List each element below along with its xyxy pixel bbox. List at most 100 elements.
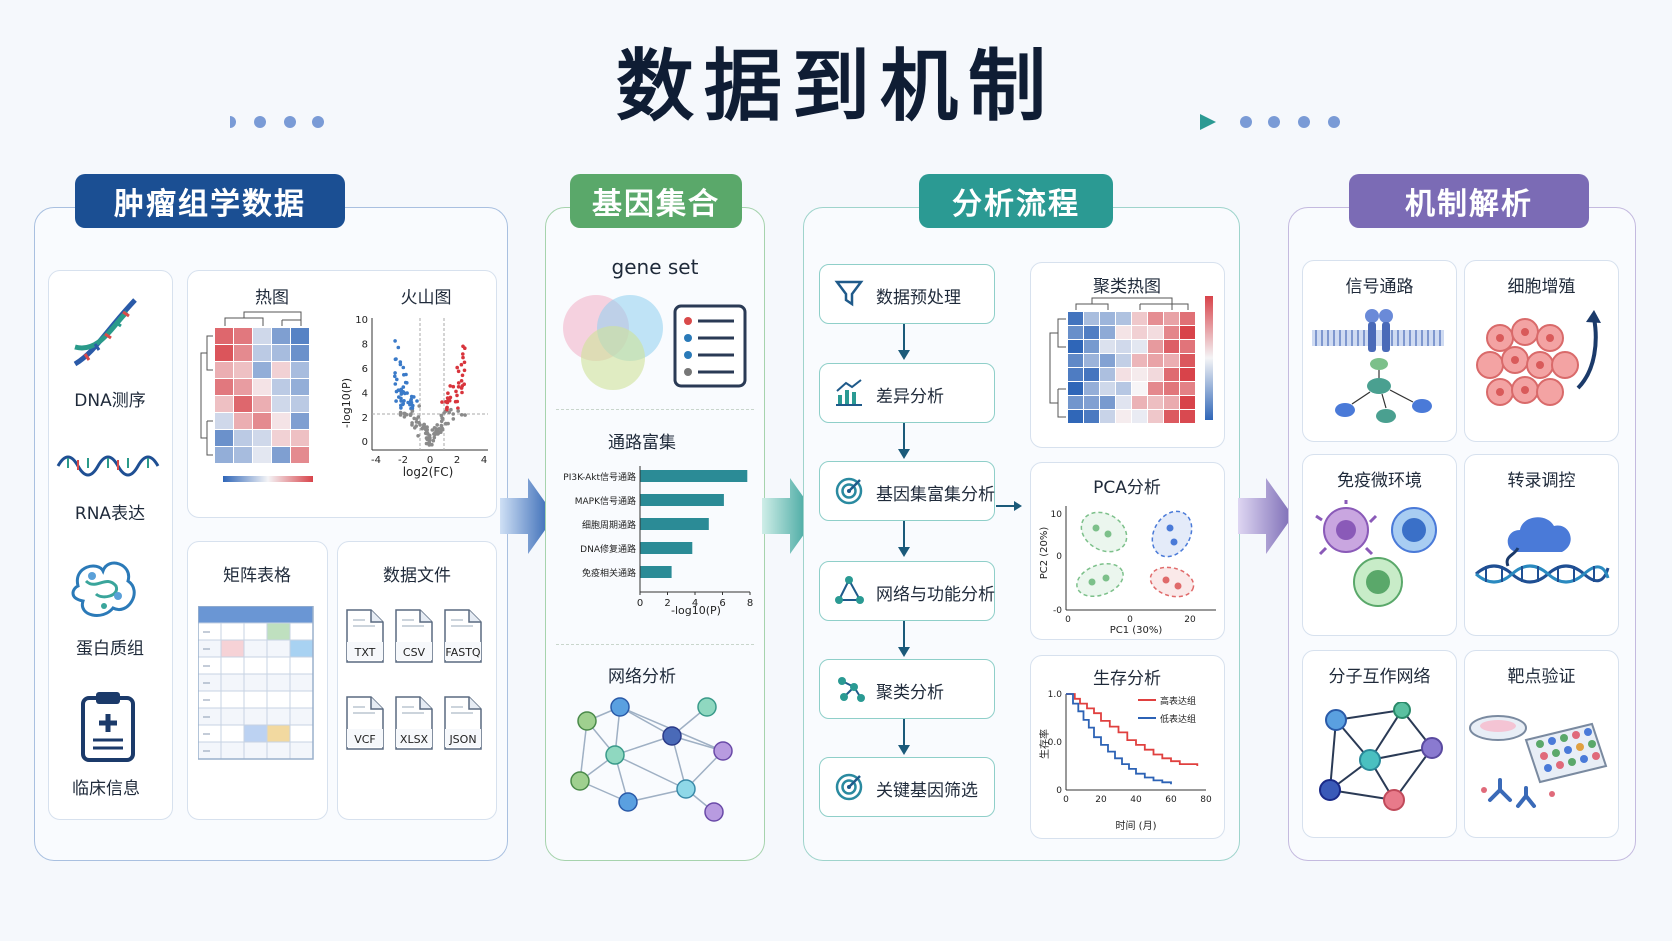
volcano-point xyxy=(462,368,467,373)
cluster-heatmap-cell xyxy=(1132,368,1147,381)
pca-point xyxy=(1166,524,1174,532)
survival-ytick: 0.0 xyxy=(1048,738,1063,748)
cluster-heatmap-cell xyxy=(1180,396,1195,409)
heatmap-cell xyxy=(215,362,233,378)
mechanism-card-title: 转录调控 xyxy=(1507,471,1576,491)
cluster-heatmap-cell xyxy=(1164,410,1179,423)
cluster-heatmap-cell xyxy=(1084,410,1099,423)
volcano-point xyxy=(436,429,440,434)
volcano-point xyxy=(405,391,409,395)
volcano-point xyxy=(413,426,417,430)
cluster-heatmap-cell xyxy=(1068,312,1083,325)
well-plate-icon xyxy=(1469,715,1608,808)
volcano-point xyxy=(395,377,399,382)
matrix-cell xyxy=(289,741,314,760)
heatmap-cell xyxy=(253,430,271,446)
volcano-point xyxy=(417,404,421,408)
transcription-factor-icon xyxy=(1475,517,1610,584)
volcano-point xyxy=(399,387,403,392)
heatmap-cell xyxy=(234,413,252,429)
volcano-point xyxy=(402,399,406,403)
heatmap-cell xyxy=(234,328,252,344)
pipeline-step[interactable]: 基因集富集分析 xyxy=(819,461,995,521)
survival-xlabel: 时间 (月) xyxy=(1116,819,1157,832)
step-down-arrow xyxy=(898,621,910,657)
matrix-cell xyxy=(266,741,291,760)
volcano-point xyxy=(405,381,409,385)
cluster-heatmap-cell xyxy=(1084,326,1099,339)
file-icon xyxy=(395,696,433,750)
pca-xlabel: PC1 (30%) xyxy=(1110,625,1163,636)
heatmap-cell xyxy=(253,396,271,412)
volcano-xtick: 2 xyxy=(454,455,460,466)
mechanism-card-title: 靶点验证 xyxy=(1507,667,1576,687)
volcano-point xyxy=(456,406,460,410)
geneset-panel-header: 基因集合 xyxy=(570,174,742,228)
enrichment-bar xyxy=(640,542,693,554)
funnel-icon xyxy=(834,280,864,307)
cluster-heatmap-cell xyxy=(1132,326,1147,339)
mechanism-card-title: 信号通路 xyxy=(1345,277,1414,297)
volcano-point xyxy=(401,402,405,406)
file-icon xyxy=(395,609,433,663)
matrix-cell xyxy=(266,622,291,641)
volcano-xtick: 0 xyxy=(427,455,433,466)
volcano-ytick: 10 xyxy=(355,315,368,326)
pipeline-step[interactable]: 关键基因筛选 xyxy=(819,757,995,817)
matrix-border xyxy=(198,606,314,760)
heatmap-cell xyxy=(253,447,271,463)
volcano-ytick: 0 xyxy=(362,437,368,448)
heatmap-cell xyxy=(253,328,271,344)
enrichment-tick-label: 0 xyxy=(637,598,643,609)
matrix-cell xyxy=(289,724,314,743)
cluster-heatmap-cell xyxy=(1116,410,1131,423)
volcano-point xyxy=(448,384,452,388)
survival-legend-label: 高表达组 xyxy=(1160,695,1196,707)
volcano-point xyxy=(435,423,439,427)
volcano-xtick: -4 xyxy=(371,455,381,466)
matrix-cell xyxy=(266,690,291,709)
flow-dot xyxy=(1268,116,1280,128)
survival-xtick: 60 xyxy=(1165,795,1177,805)
enrichment-category-label: MAPK信号通路 xyxy=(575,495,636,507)
enrichment-category-label: 免疫相关通路 xyxy=(582,567,636,579)
network-icon xyxy=(835,576,864,604)
matrix-cell xyxy=(243,690,268,709)
volcano-point xyxy=(427,442,432,447)
matrix-cell xyxy=(220,707,245,726)
step-down-arrow xyxy=(898,423,910,459)
volcano-point xyxy=(394,357,398,361)
cluster-heatmap-cell xyxy=(1180,382,1195,395)
matrix-cell xyxy=(266,673,291,692)
volcano-point xyxy=(455,365,459,370)
volcano-point xyxy=(425,428,429,432)
pca-point xyxy=(1170,538,1178,546)
matrix-cell xyxy=(289,639,314,658)
matrix-cell xyxy=(243,639,268,658)
pipeline-step[interactable]: 聚类分析 xyxy=(819,659,995,719)
enrichment-category-label: PI3K-Akt信号通路 xyxy=(563,471,636,483)
pca-cluster-ellipse xyxy=(1076,562,1124,598)
volcano-point xyxy=(425,431,430,436)
heatmap-cell xyxy=(215,396,233,412)
pipeline-step-label: 差异分析 xyxy=(876,387,944,407)
cluster-heatmap-cell xyxy=(1148,354,1163,367)
pipeline-step[interactable]: 网络与功能分析 xyxy=(819,561,995,621)
pipeline-step[interactable]: 数据预处理 xyxy=(819,264,995,324)
volcano-ytick: 2 xyxy=(362,413,368,424)
volcano-point xyxy=(463,346,467,350)
pipeline-step[interactable]: 差异分析 xyxy=(819,363,995,423)
volcano-point xyxy=(456,381,461,385)
cluster-heatmap-cell xyxy=(1148,410,1163,423)
volcano-point xyxy=(398,413,403,417)
volcano-point xyxy=(460,390,464,395)
volcano-point xyxy=(433,432,437,437)
flow-arrowhead xyxy=(1200,114,1216,130)
cluster-heatmap-cell xyxy=(1068,326,1083,339)
flow-dot xyxy=(1298,116,1310,128)
enrichment-tick-label: 4 xyxy=(692,598,698,609)
volcano-point xyxy=(444,421,448,426)
pipeline-step-label: 数据预处理 xyxy=(876,288,961,308)
volcano-point xyxy=(394,399,398,403)
